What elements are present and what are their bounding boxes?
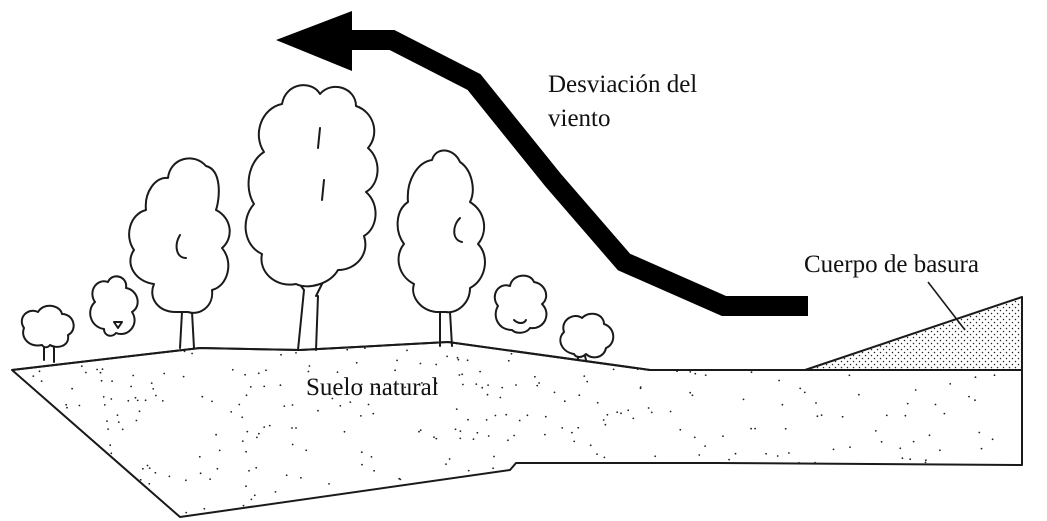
shrub-3 [493,274,548,334]
wind-deviation-label-line-1: Desviación del [548,71,698,98]
wind-deviation-arrow [276,11,808,316]
waste-body-leader-line [927,281,966,331]
wind-deviation-label-line-2: viento [548,104,611,132]
ground-surface-line [11,341,805,371]
natural-soil-label: Suelo natural [306,374,439,401]
wind-deviation-label: Desviación del viento [548,68,697,136]
shrub-1 [20,304,75,363]
vegetation [20,84,615,363]
tree-3 [396,149,486,347]
shrub-2 [89,275,139,337]
waste-body-label: Cuerpo de basura [804,251,979,278]
waste-body-wedge [804,281,1023,371]
shrub-4 [559,312,615,361]
tree-2 [244,84,379,351]
arrow-head [276,11,352,71]
tree-1 [128,157,231,349]
